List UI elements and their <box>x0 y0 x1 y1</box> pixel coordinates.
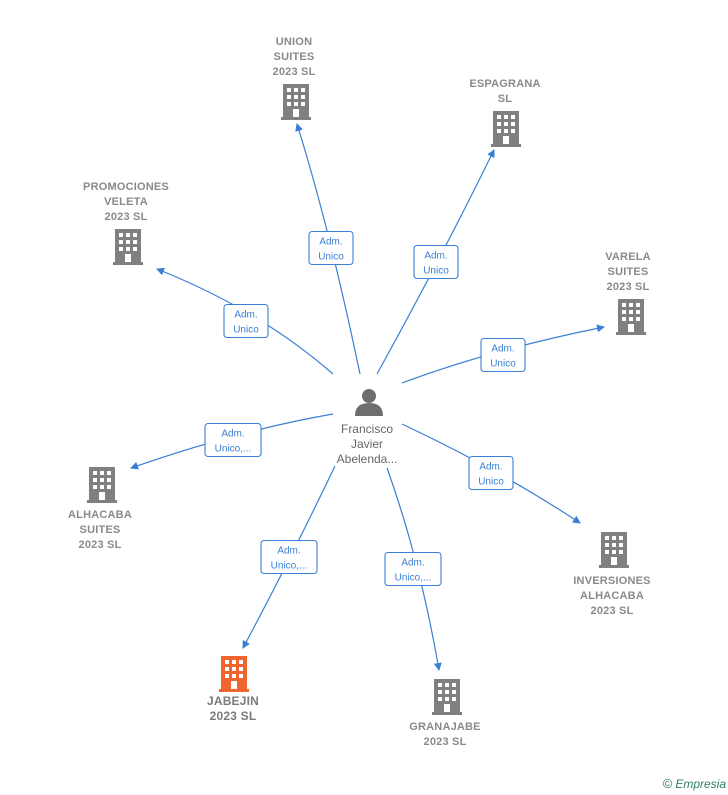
company-label: 2023 SL <box>105 211 148 223</box>
person-node[interactable]: FranciscoJavierAbelenda... <box>337 389 398 466</box>
role-badge-text: Adm. <box>221 429 244 440</box>
role-badge[interactable]: Adm. Unico <box>480 337 526 373</box>
role-badge[interactable]: Adm. Unico <box>308 230 354 266</box>
company-label: ALHACABA <box>68 509 132 521</box>
role-badge-text: Adm. <box>401 558 424 569</box>
building-icon <box>616 299 646 335</box>
company-label: SUITES <box>608 266 649 278</box>
role-badge-text: Adm. <box>234 310 257 321</box>
company-label: JABEJIN <box>207 694 259 708</box>
company-label: VARELA <box>605 251 651 263</box>
company-node-union[interactable]: UNION SUITES 2023 SL <box>273 36 316 120</box>
role-badge-text: Unico <box>318 252 344 263</box>
role-badge-text: Adm. <box>319 237 342 248</box>
edge-varela: Adm. Unico <box>401 324 605 384</box>
company-label: SL <box>498 93 513 105</box>
edge-espagrana: Adm. Unico <box>376 149 495 375</box>
person-icon <box>355 389 383 416</box>
role-badge-text: Adm. <box>491 344 514 355</box>
building-icon <box>87 467 117 503</box>
company-label: 2023 SL <box>210 709 257 723</box>
role-badge-box <box>223 303 269 339</box>
company-label: SUITES <box>80 524 121 536</box>
role-badge-box <box>384 551 442 587</box>
brand-footer[interactable]: ©Empresia <box>663 776 726 791</box>
building-icon <box>491 111 521 147</box>
company-label: INVERSIONES <box>573 575 650 587</box>
company-label: 2023 SL <box>273 66 316 78</box>
building-icon <box>281 84 311 120</box>
company-label: ESPAGRANA <box>469 78 540 90</box>
role-badge-text: Unico <box>490 359 516 370</box>
role-badge-text: Adm. <box>424 251 447 262</box>
company-node-promociones[interactable]: PROMOCIONES VELETA 2023 SL <box>83 181 169 265</box>
role-badge-box <box>468 455 514 491</box>
company-label: 2023 SL <box>591 605 634 617</box>
company-label: SUITES <box>274 51 315 63</box>
company-node-granajabe[interactable]: GRANAJABE 2023 SL <box>409 679 481 748</box>
building-icon <box>219 656 249 692</box>
company-label: 2023 SL <box>79 539 122 551</box>
role-badge[interactable]: Adm. Unico,... <box>260 539 318 575</box>
person-label: Abelenda... <box>337 452 398 466</box>
role-badge-text: Unico <box>233 325 259 336</box>
building-icon <box>599 532 629 568</box>
role-badge[interactable]: Adm. Unico <box>413 244 459 280</box>
building-icon <box>432 679 462 715</box>
role-badge-text: Unico <box>478 477 504 488</box>
company-label: ALHACABA <box>580 590 644 602</box>
company-node-espagrana[interactable]: ESPAGRANA SL <box>469 78 540 147</box>
role-badge-box <box>480 337 526 373</box>
copyright-icon: © <box>662 776 673 791</box>
company-label: UNION <box>276 36 312 48</box>
company-node-inversiones[interactable]: INVERSIONES ALHACABA 2023 SL <box>573 532 650 617</box>
person-label: Javier <box>351 437 383 451</box>
role-badge[interactable]: Adm. Unico <box>223 303 269 339</box>
edge-granajabe: Adm. Unico,... <box>384 467 442 671</box>
company-label: 2023 SL <box>424 736 467 748</box>
role-badge-text: Adm. <box>479 462 502 473</box>
edge-promociones: Adm. Unico <box>156 267 334 375</box>
role-badge-box <box>260 539 318 575</box>
edge-alhacaba-suites: Adm. Unico,... <box>130 413 334 470</box>
role-badge-text: Unico,... <box>395 573 432 584</box>
role-badge-box <box>308 230 354 266</box>
role-badge-box <box>204 422 262 458</box>
brand-name: Empresia <box>675 777 726 791</box>
role-badge-text: Unico <box>423 266 449 277</box>
role-badge-text: Adm. <box>277 546 300 557</box>
company-node-alhacaba-suites[interactable]: ALHACABA SUITES 2023 SL <box>68 467 132 551</box>
role-badge[interactable]: Adm. Unico <box>468 455 514 491</box>
building-icon <box>113 229 143 265</box>
role-badge-text: Unico,... <box>215 444 252 455</box>
edge-jabejin: Adm. Unico,... <box>242 465 336 649</box>
person-label: Francisco <box>341 422 393 436</box>
company-label: VELETA <box>104 196 148 208</box>
edge-inversiones: Adm. Unico <box>401 423 581 524</box>
company-label: PROMOCIONES <box>83 181 169 193</box>
role-badge-text: Unico,... <box>271 561 308 572</box>
company-label: 2023 SL <box>607 281 650 293</box>
role-badge[interactable]: Adm. Unico,... <box>204 422 262 458</box>
role-badge-box <box>413 244 459 280</box>
company-node-varela[interactable]: VARELA SUITES 2023 SL <box>605 251 651 335</box>
role-badge[interactable]: Adm. Unico,... <box>384 551 442 587</box>
company-label: GRANAJABE <box>409 721 480 733</box>
edge-union: Adm. Unico <box>295 123 361 375</box>
